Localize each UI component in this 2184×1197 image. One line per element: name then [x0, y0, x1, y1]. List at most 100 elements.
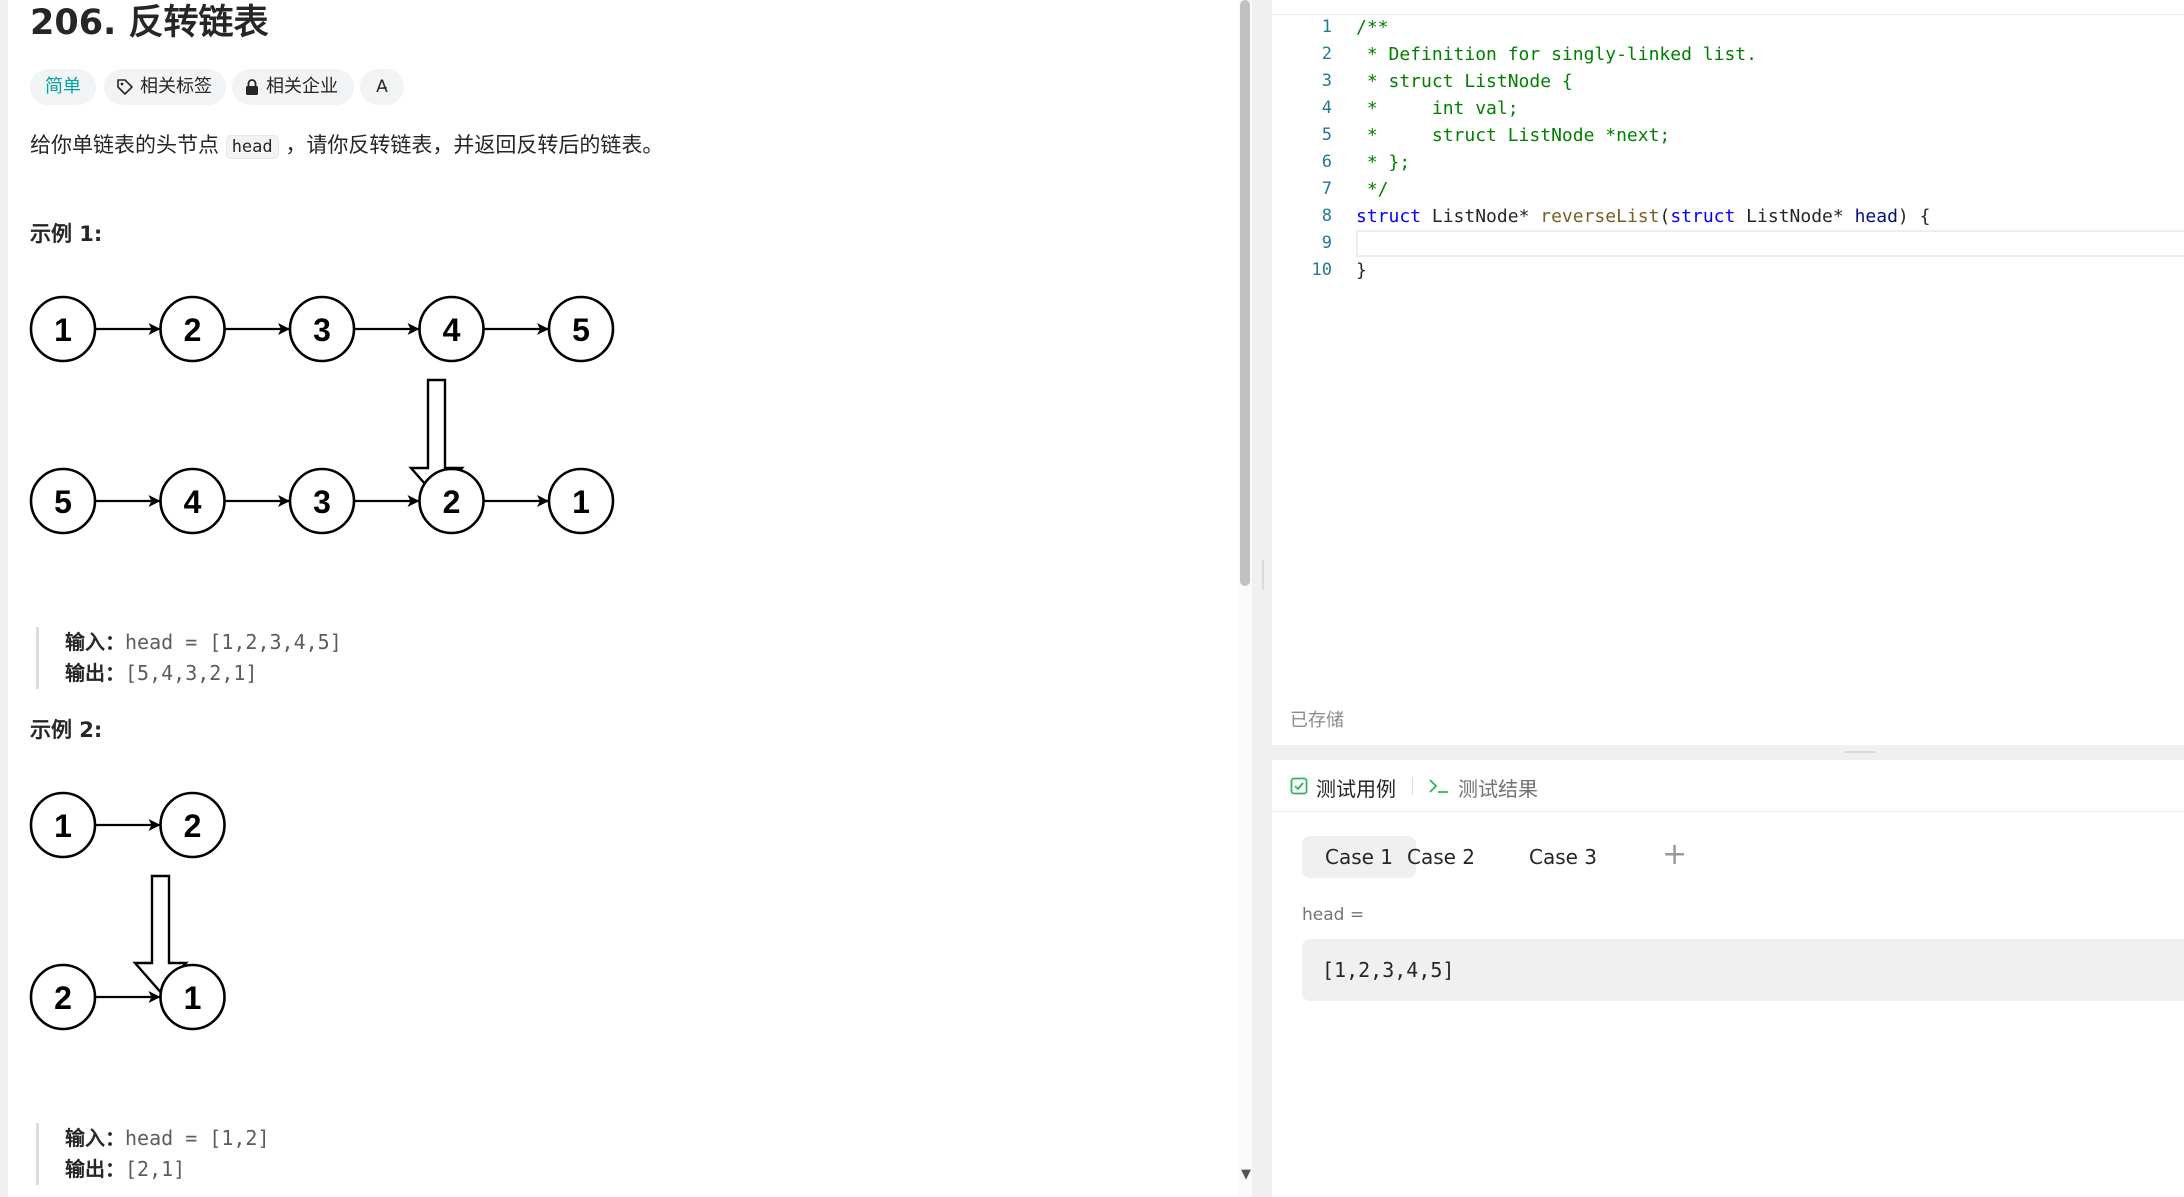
list-node: 2	[159, 295, 226, 363]
example-1-diagram: 1 2 3 4 5 5 4 3 2 1	[29, 295, 615, 535]
node-value: 3	[313, 312, 331, 348]
code-text[interactable]: /**	[1356, 17, 1389, 38]
horizontal-splitter[interactable]	[1272, 745, 2184, 760]
node-value: 2	[443, 484, 461, 520]
checkbox-icon	[1290, 776, 1308, 800]
input-value: head = [1,2]	[125, 1126, 270, 1150]
line-number: 2	[1321, 44, 1332, 64]
terminal-icon	[1428, 776, 1450, 800]
list-node: 1	[29, 791, 97, 859]
node-value: 5	[54, 484, 72, 520]
line-number: 9	[1321, 233, 1332, 253]
related-companies-label: 相关企业	[266, 76, 338, 97]
node-value: 1	[54, 312, 72, 348]
param-input[interactable]: [1,2,3,4,5]	[1302, 939, 2184, 1001]
test-panel-header: 测试用例 测试结果	[1272, 760, 2184, 812]
tab-test-cases-label: 测试用例	[1316, 777, 1396, 801]
problem-description-panel: 206. 反转链表 简单 相关标签 相关企业 A̵ 给你单链表的头节点 head…	[8, 0, 1238, 1197]
translate-button[interactable]: A̵	[360, 69, 404, 105]
line-number: 10	[1311, 260, 1332, 280]
code-text[interactable]: }	[1356, 260, 1367, 281]
list-node: 5	[29, 467, 97, 535]
lock-icon	[244, 78, 260, 96]
tab-divider	[1412, 777, 1413, 795]
case-3-tab[interactable]: Case 3	[1529, 845, 1598, 869]
node-value: 2	[184, 808, 202, 844]
list-node: 1	[547, 467, 615, 535]
line-number: 5	[1321, 125, 1332, 145]
node-value: 2	[54, 980, 72, 1016]
output-label: 输出：	[65, 1157, 125, 1181]
related-tags-button[interactable]: 相关标签	[104, 69, 226, 105]
case-2-tab[interactable]: Case 2	[1407, 845, 1476, 869]
line-number: 1	[1321, 17, 1332, 37]
output-value: [2,1]	[125, 1157, 186, 1181]
line-number: 3	[1321, 71, 1332, 91]
node-value: 3	[313, 484, 331, 520]
problem-description: 给你单链表的头节点 head ，请你反转链表，并返回反转后的链表。	[30, 128, 663, 164]
code-text[interactable]: struct ListNode* reverseList(struct List…	[1356, 206, 1931, 227]
output-value: [5,4,3,2,1]	[125, 661, 258, 685]
example-2-title: 示例 2:	[30, 718, 103, 742]
code-text[interactable]: * int val;	[1356, 98, 1519, 119]
input-value: head = [1,2,3,4,5]	[125, 630, 342, 654]
node-value: 2	[184, 312, 202, 348]
test-panel: 测试用例 测试结果 Case 1 Case 2 Case 3 + head = …	[1272, 760, 2184, 1197]
input-label: 输入：	[65, 630, 125, 654]
line-number: 8	[1321, 206, 1332, 226]
splitter-grip[interactable]	[1845, 751, 1875, 753]
list-node: 3	[288, 295, 356, 363]
description-text-2: ，请你反转链表，并返回反转后的链表。	[278, 133, 664, 157]
list-node: 3	[288, 467, 356, 535]
tag-icon	[116, 78, 134, 96]
line-number: 7	[1321, 179, 1332, 199]
vertical-splitter[interactable]	[1252, 0, 1272, 1197]
related-tags-label: 相关标签	[140, 76, 212, 97]
code-text[interactable]: * struct ListNode {	[1356, 71, 1573, 92]
node-value: 4	[184, 484, 202, 520]
code-text[interactable]: * Definition for singly-linked list.	[1356, 44, 1757, 65]
tab-test-results[interactable]: 测试结果	[1428, 773, 1538, 802]
node-value: 5	[572, 312, 590, 348]
description-scroll-thumb[interactable]	[1240, 0, 1250, 586]
inline-code-head: head	[225, 135, 279, 159]
node-value: 4	[443, 312, 461, 348]
list-node: 1	[159, 963, 226, 1031]
line-number: 4	[1321, 98, 1332, 118]
code-text[interactable]: * };	[1356, 152, 1411, 173]
example-2-diagram: 1 2 2 1	[29, 791, 226, 1031]
case-1-tab[interactable]: Case 1	[1302, 836, 1417, 878]
translate-icon: A̵	[376, 77, 388, 97]
problem-title: 206. 反转链表	[30, 3, 269, 43]
add-case-icon[interactable]: +	[1662, 837, 1688, 872]
code-text[interactable]: */	[1356, 179, 1389, 200]
code-text[interactable]: * struct ListNode *next;	[1356, 125, 1671, 146]
description-text: 给你单链表的头节点	[30, 133, 226, 157]
list-node: 4	[418, 295, 485, 363]
param-label: head =	[1302, 905, 1365, 925]
list-node: 5	[547, 295, 615, 363]
input-label: 输入：	[65, 1126, 125, 1150]
tab-test-cases[interactable]: 测试用例	[1290, 773, 1396, 802]
tab-test-results-label: 测试结果	[1458, 777, 1538, 801]
related-companies-button[interactable]: 相关企业	[232, 69, 354, 105]
scroll-down-arrow-icon[interactable]: ▼	[1241, 1167, 1251, 1182]
example-1-io: 输入：head = [1,2,3,4,5] 输出：[5,4,3,2,1]	[36, 627, 342, 689]
list-node: 2	[29, 963, 97, 1031]
saved-status: 已存储	[1290, 710, 1344, 731]
node-value: 1	[54, 808, 72, 844]
node-value: 1	[572, 484, 590, 520]
current-line-highlight	[1356, 230, 2184, 257]
code-editor[interactable]: 1 /** 2 * Definition for singly-linked lis…	[1272, 0, 2184, 745]
example-2-io: 输入：head = [1,2] 输出：[2,1]	[36, 1123, 270, 1185]
example-1-title: 示例 1:	[30, 222, 103, 246]
editor-header-divider	[1272, 14, 2184, 15]
node-value: 1	[184, 980, 202, 1016]
list-node: 2	[418, 467, 485, 535]
difficulty-badge[interactable]: 简单	[30, 69, 96, 105]
splitter-grip[interactable]	[1262, 560, 1264, 590]
list-node: 1	[29, 295, 97, 363]
line-number: 6	[1321, 152, 1332, 172]
list-node: 2	[159, 791, 226, 859]
difficulty-label: 简单	[45, 76, 81, 97]
